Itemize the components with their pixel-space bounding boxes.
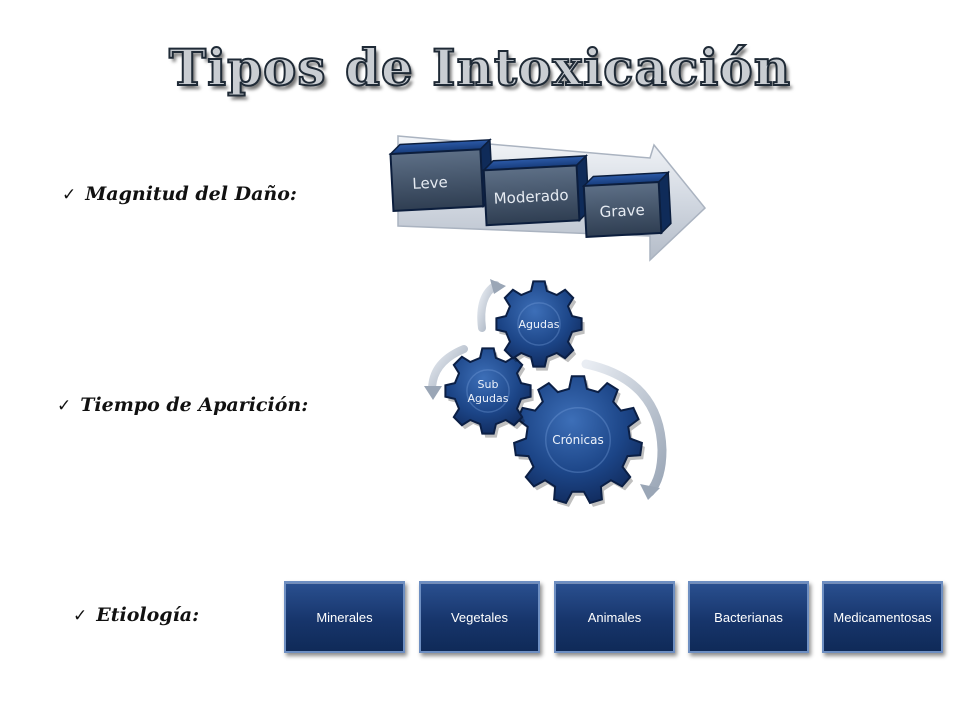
bullet-tiempo: ✓ Tiempo de Aparición: <box>57 394 308 416</box>
cycle-arrow-subagudas <box>428 345 468 394</box>
gear-agudas: Agudas <box>495 280 585 371</box>
step-moderado: Moderado <box>481 154 590 227</box>
step-label: Moderado <box>493 186 569 208</box>
check-icon: ✓ <box>62 185 77 205</box>
etiologia-box: Medicamentosas <box>822 581 943 653</box>
etiologia-box: Animales <box>554 581 675 653</box>
cycle-arrow-cronicas <box>581 359 667 497</box>
bullet-label: Etiología: <box>96 604 200 626</box>
gear-label: Crónicas <box>552 433 604 447</box>
gear-label: Sub <box>478 378 499 391</box>
gear-label: Agudas <box>468 392 509 405</box>
cycle-arrow-agudas <box>477 281 500 332</box>
check-icon: ✓ <box>73 606 88 626</box>
etiologia-box: Minerales <box>284 581 405 653</box>
step-label: Grave <box>599 201 645 221</box>
gear-label: Agudas <box>519 318 560 331</box>
bullet-label: Tiempo de Aparición: <box>80 394 309 416</box>
gear-cronicas: Crónicas <box>512 375 645 507</box>
progress-arrow <box>397 135 707 262</box>
etiologia-box: Vegetales <box>419 581 540 653</box>
step-label: Leve <box>412 173 448 193</box>
bullet-label: Magnitud del Daño: <box>85 183 297 205</box>
step-leve: Leve <box>388 138 494 213</box>
bullet-magnitud: ✓ Magnitud del Daño: <box>62 183 297 205</box>
slide-title: Tipos de Intoxicación <box>168 37 792 98</box>
step-grave: Grave <box>581 170 672 238</box>
bullet-etiologia: ✓ Etiología: <box>73 604 199 626</box>
check-icon: ✓ <box>57 396 72 416</box>
etiologia-box: Bacterianas <box>688 581 809 653</box>
